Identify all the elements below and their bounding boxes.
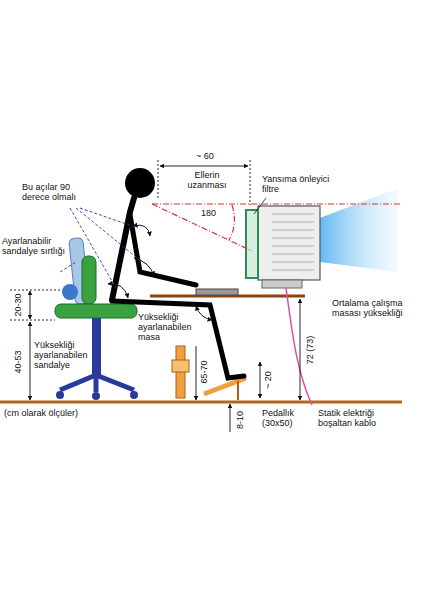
footrest-leg <box>237 381 239 400</box>
sight-lines <box>152 204 400 251</box>
part-label: Statik elektriği boşaltan kablo <box>318 408 394 428</box>
desk-adjuster <box>172 360 189 372</box>
monitor <box>246 206 320 288</box>
angle-label: 180 <box>201 208 223 218</box>
screen-light <box>320 188 398 272</box>
leader-lines <box>60 208 142 288</box>
dimension-label: 20-30 <box>13 293 23 316</box>
keyboard <box>196 289 238 295</box>
stick-figure <box>112 168 244 378</box>
part-label: Yüksekliği ayarlanabilen masa <box>138 312 202 342</box>
dimension-label: 72 (73) <box>305 336 315 365</box>
dimension-label: 65-70 <box>199 360 209 383</box>
dimension-label: ~ 60 <box>190 151 220 161</box>
note-label: (cm olarak ölçüler) <box>4 408 124 418</box>
note-label: Ortalama çalışma masası yüksekliği <box>332 298 420 318</box>
angle-arcs <box>108 225 212 320</box>
leader-line <box>254 198 266 214</box>
part-label: Ayarlanabilir sandalye sırtlığı <box>2 236 66 256</box>
note-label: Ellerin uzanması <box>183 170 231 190</box>
footrest <box>204 378 246 394</box>
dimension-lines <box>10 160 300 432</box>
chair <box>55 237 138 400</box>
note-label: Bu açılar 90 derece olmalı <box>22 182 86 202</box>
dimension-label: 40-53 <box>13 350 23 373</box>
dimension-label: ~ 20 <box>263 371 273 389</box>
dimension-label: 8-10 <box>235 411 245 429</box>
floor-line <box>0 401 402 404</box>
part-label: Yansıma önleyici filtre <box>262 174 336 194</box>
part-label: Yüksekliği ayarlanabilen sandalye <box>34 340 90 370</box>
part-label: Pedallık (30x50) <box>262 408 304 428</box>
